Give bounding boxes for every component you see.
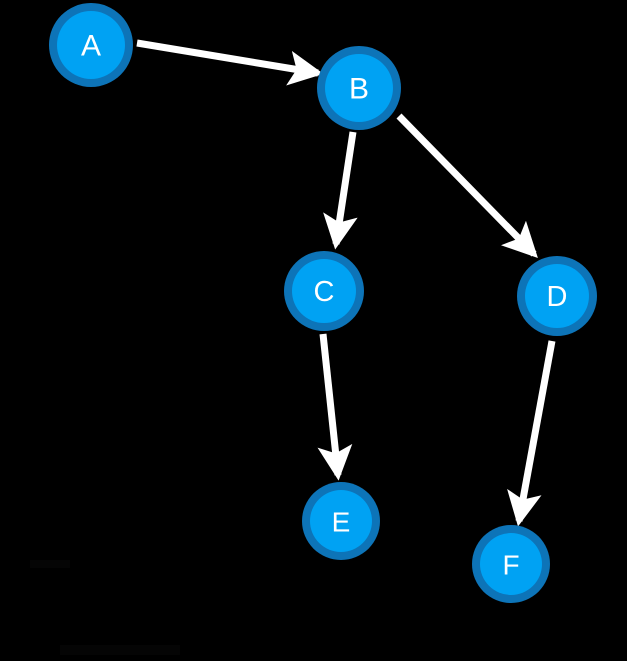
node-fill-b	[325, 54, 393, 122]
node-fill-a	[57, 11, 125, 79]
node-c[interactable]: C	[284, 251, 364, 331]
node-label-e: E	[332, 507, 351, 538]
node-label-a: A	[81, 30, 101, 63]
node-fill-c	[292, 259, 356, 323]
node-a[interactable]: A	[49, 3, 133, 87]
nodes-group: A B C D E F	[49, 3, 597, 603]
node-fill-d	[525, 264, 589, 328]
edge-b-to-d	[396, 113, 538, 259]
edge-d-to-f	[507, 340, 556, 527]
node-d[interactable]: D	[517, 256, 597, 336]
edge-b-to-c	[323, 131, 358, 250]
node-label-b: B	[349, 73, 369, 106]
edge-c-to-e	[317, 333, 353, 481]
node-label-c: C	[314, 276, 335, 308]
node-b[interactable]: B	[317, 46, 401, 130]
node-fill-f	[480, 533, 542, 595]
node-label-f: F	[502, 550, 519, 581]
edges-group	[136, 39, 556, 527]
edge-a-to-b	[136, 39, 324, 86]
node-fill-e	[310, 490, 372, 552]
node-e[interactable]: E	[302, 482, 380, 560]
node-f[interactable]: F	[472, 525, 550, 603]
node-label-d: D	[547, 281, 568, 313]
